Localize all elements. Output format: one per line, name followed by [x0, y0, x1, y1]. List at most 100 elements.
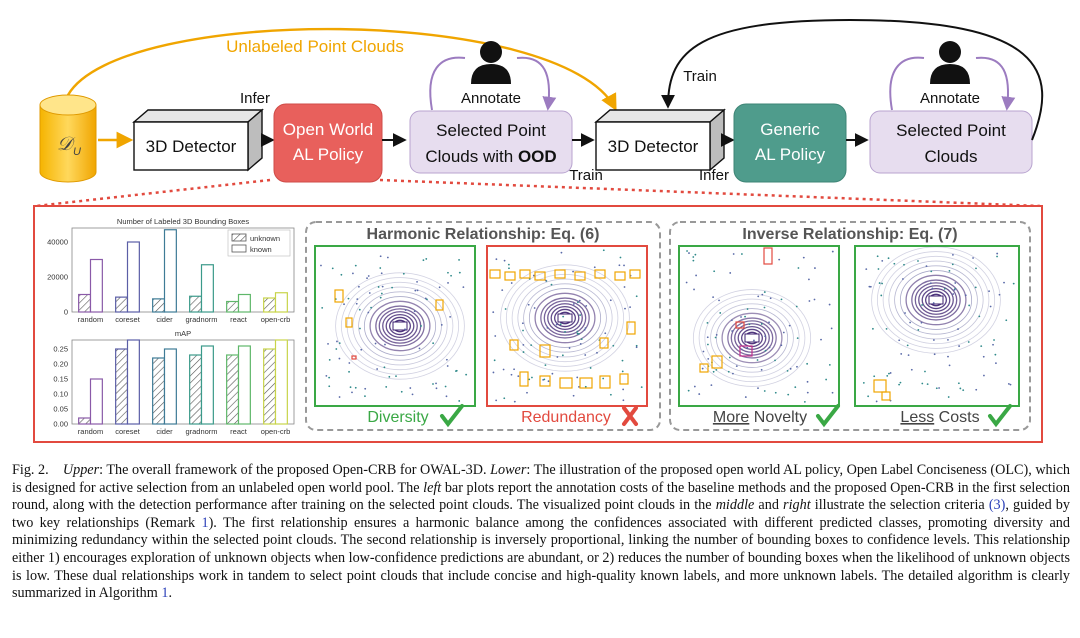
pool-symbol: 𝒟: [57, 134, 76, 155]
caption-ref-algorithm[interactable]: 1: [161, 585, 169, 602]
bar-random-unknown: [78, 293, 92, 313]
bar-gradnorm-series1: [200, 345, 214, 425]
point: [957, 382, 960, 385]
chart-title: mAP: [175, 329, 191, 338]
point: [959, 387, 962, 390]
point: [753, 339, 755, 342]
point: [898, 383, 901, 386]
annotate2-arrow-down: [975, 56, 1016, 111]
unlabeled-arrow: [66, 27, 617, 111]
point: [404, 328, 406, 331]
train-loop-arrow: [661, 18, 1044, 141]
point: [718, 299, 720, 302]
point: [808, 300, 811, 302]
point: [348, 362, 351, 364]
point: [788, 324, 791, 327]
point: [794, 386, 797, 389]
point: [572, 270, 574, 273]
bar-cider-unknown: [152, 298, 166, 313]
point: [379, 255, 382, 258]
point: [935, 387, 938, 390]
point: [584, 354, 587, 356]
point: [336, 340, 338, 343]
point: [925, 265, 928, 267]
point: [384, 343, 386, 346]
point: [328, 376, 331, 379]
bar-coreset-known: [126, 241, 140, 313]
point: [328, 385, 331, 388]
bar-react-series1: [237, 345, 251, 425]
caption-upper-label: Upper: [62, 462, 100, 478]
bounding-box: [763, 247, 773, 265]
point: [359, 327, 361, 330]
point: [732, 372, 734, 375]
selected1-line2: Clouds with OOD: [425, 147, 556, 166]
point: [425, 258, 428, 260]
caption-ref-remark[interactable]: 1: [201, 514, 209, 531]
point: [831, 250, 834, 253]
point: [993, 339, 995, 341]
point: [880, 294, 883, 297]
point: [635, 346, 638, 349]
point: [796, 365, 798, 368]
point: [893, 262, 896, 265]
y-tick-label: 0: [64, 308, 68, 317]
legend-label-known: known: [250, 245, 272, 254]
point: [380, 272, 383, 275]
point: [774, 359, 776, 362]
bar-gradnorm-unknown: [189, 295, 203, 313]
novelty-word: Novelty: [749, 409, 807, 426]
scan-ring: [363, 296, 437, 356]
caption-ref-eq3[interactable]: (3): [988, 497, 1006, 514]
point: [820, 338, 822, 341]
point: [903, 263, 905, 266]
point: [340, 273, 343, 276]
point: [938, 387, 940, 389]
bounding-box: [509, 339, 519, 351]
point: [622, 388, 625, 391]
point: [712, 296, 715, 299]
detector1-box: [132, 108, 264, 172]
point: [495, 399, 498, 402]
scan-ring: [346, 281, 454, 371]
bar-open-crb-series1: [274, 339, 288, 425]
point: [862, 381, 865, 384]
point: [355, 302, 358, 305]
point: [360, 348, 363, 351]
point: [589, 367, 592, 369]
diversity-check-icon: [440, 404, 464, 428]
point: [388, 375, 391, 378]
point: [962, 389, 965, 392]
point: [731, 330, 734, 332]
bounding-box: [519, 269, 531, 279]
redundancy-label: Redundancy: [521, 409, 611, 426]
point: [533, 307, 536, 309]
generic-policy-box: [733, 103, 847, 183]
point: [395, 375, 397, 378]
point: [321, 306, 324, 309]
caption-part5: , guided by two key relationships (Remar…: [12, 497, 1070, 531]
bar-react-known: [237, 293, 251, 313]
point: [814, 267, 816, 269]
selected2-line2: Clouds: [925, 147, 978, 166]
scan-ring: [550, 305, 580, 331]
point: [789, 367, 792, 370]
harmonic-group-frame: [305, 221, 661, 431]
point: [933, 353, 936, 356]
point: [544, 364, 547, 366]
point: [719, 312, 722, 314]
point: [432, 342, 435, 345]
point: [526, 391, 528, 394]
point: [564, 330, 566, 333]
scan-ring: [369, 300, 431, 352]
point: [366, 277, 368, 280]
point: [495, 258, 498, 261]
x-tick-label: random: [78, 427, 103, 436]
scan-ring: [721, 312, 783, 364]
point: [763, 306, 766, 309]
scan-ring: [918, 285, 954, 315]
point: [351, 391, 353, 394]
point: [926, 383, 929, 386]
less-word: Less: [900, 409, 934, 426]
bounding-box: [881, 391, 891, 401]
